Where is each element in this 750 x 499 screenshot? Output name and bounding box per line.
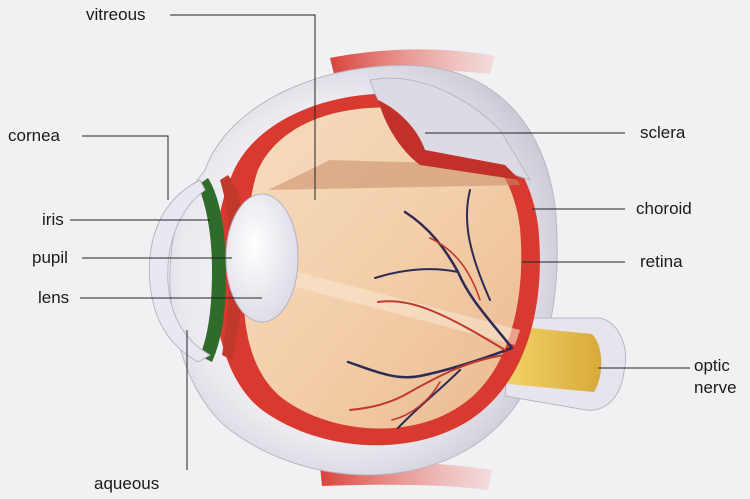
label-cornea: cornea	[8, 126, 60, 146]
label-iris: iris	[42, 210, 64, 230]
label-sclera: sclera	[640, 123, 685, 143]
label-optic-nerve-line2: nerve	[694, 378, 737, 398]
label-choroid: choroid	[636, 199, 692, 219]
label-lens: lens	[38, 288, 69, 308]
lens-shape	[226, 194, 298, 322]
leader-cornea	[82, 136, 168, 200]
label-retina: retina	[640, 252, 683, 272]
label-optic-nerve-line1: optic	[694, 356, 730, 376]
label-pupil: pupil	[32, 248, 68, 268]
label-aqueous: aqueous	[94, 474, 159, 494]
label-vitreous: vitreous	[86, 5, 146, 25]
